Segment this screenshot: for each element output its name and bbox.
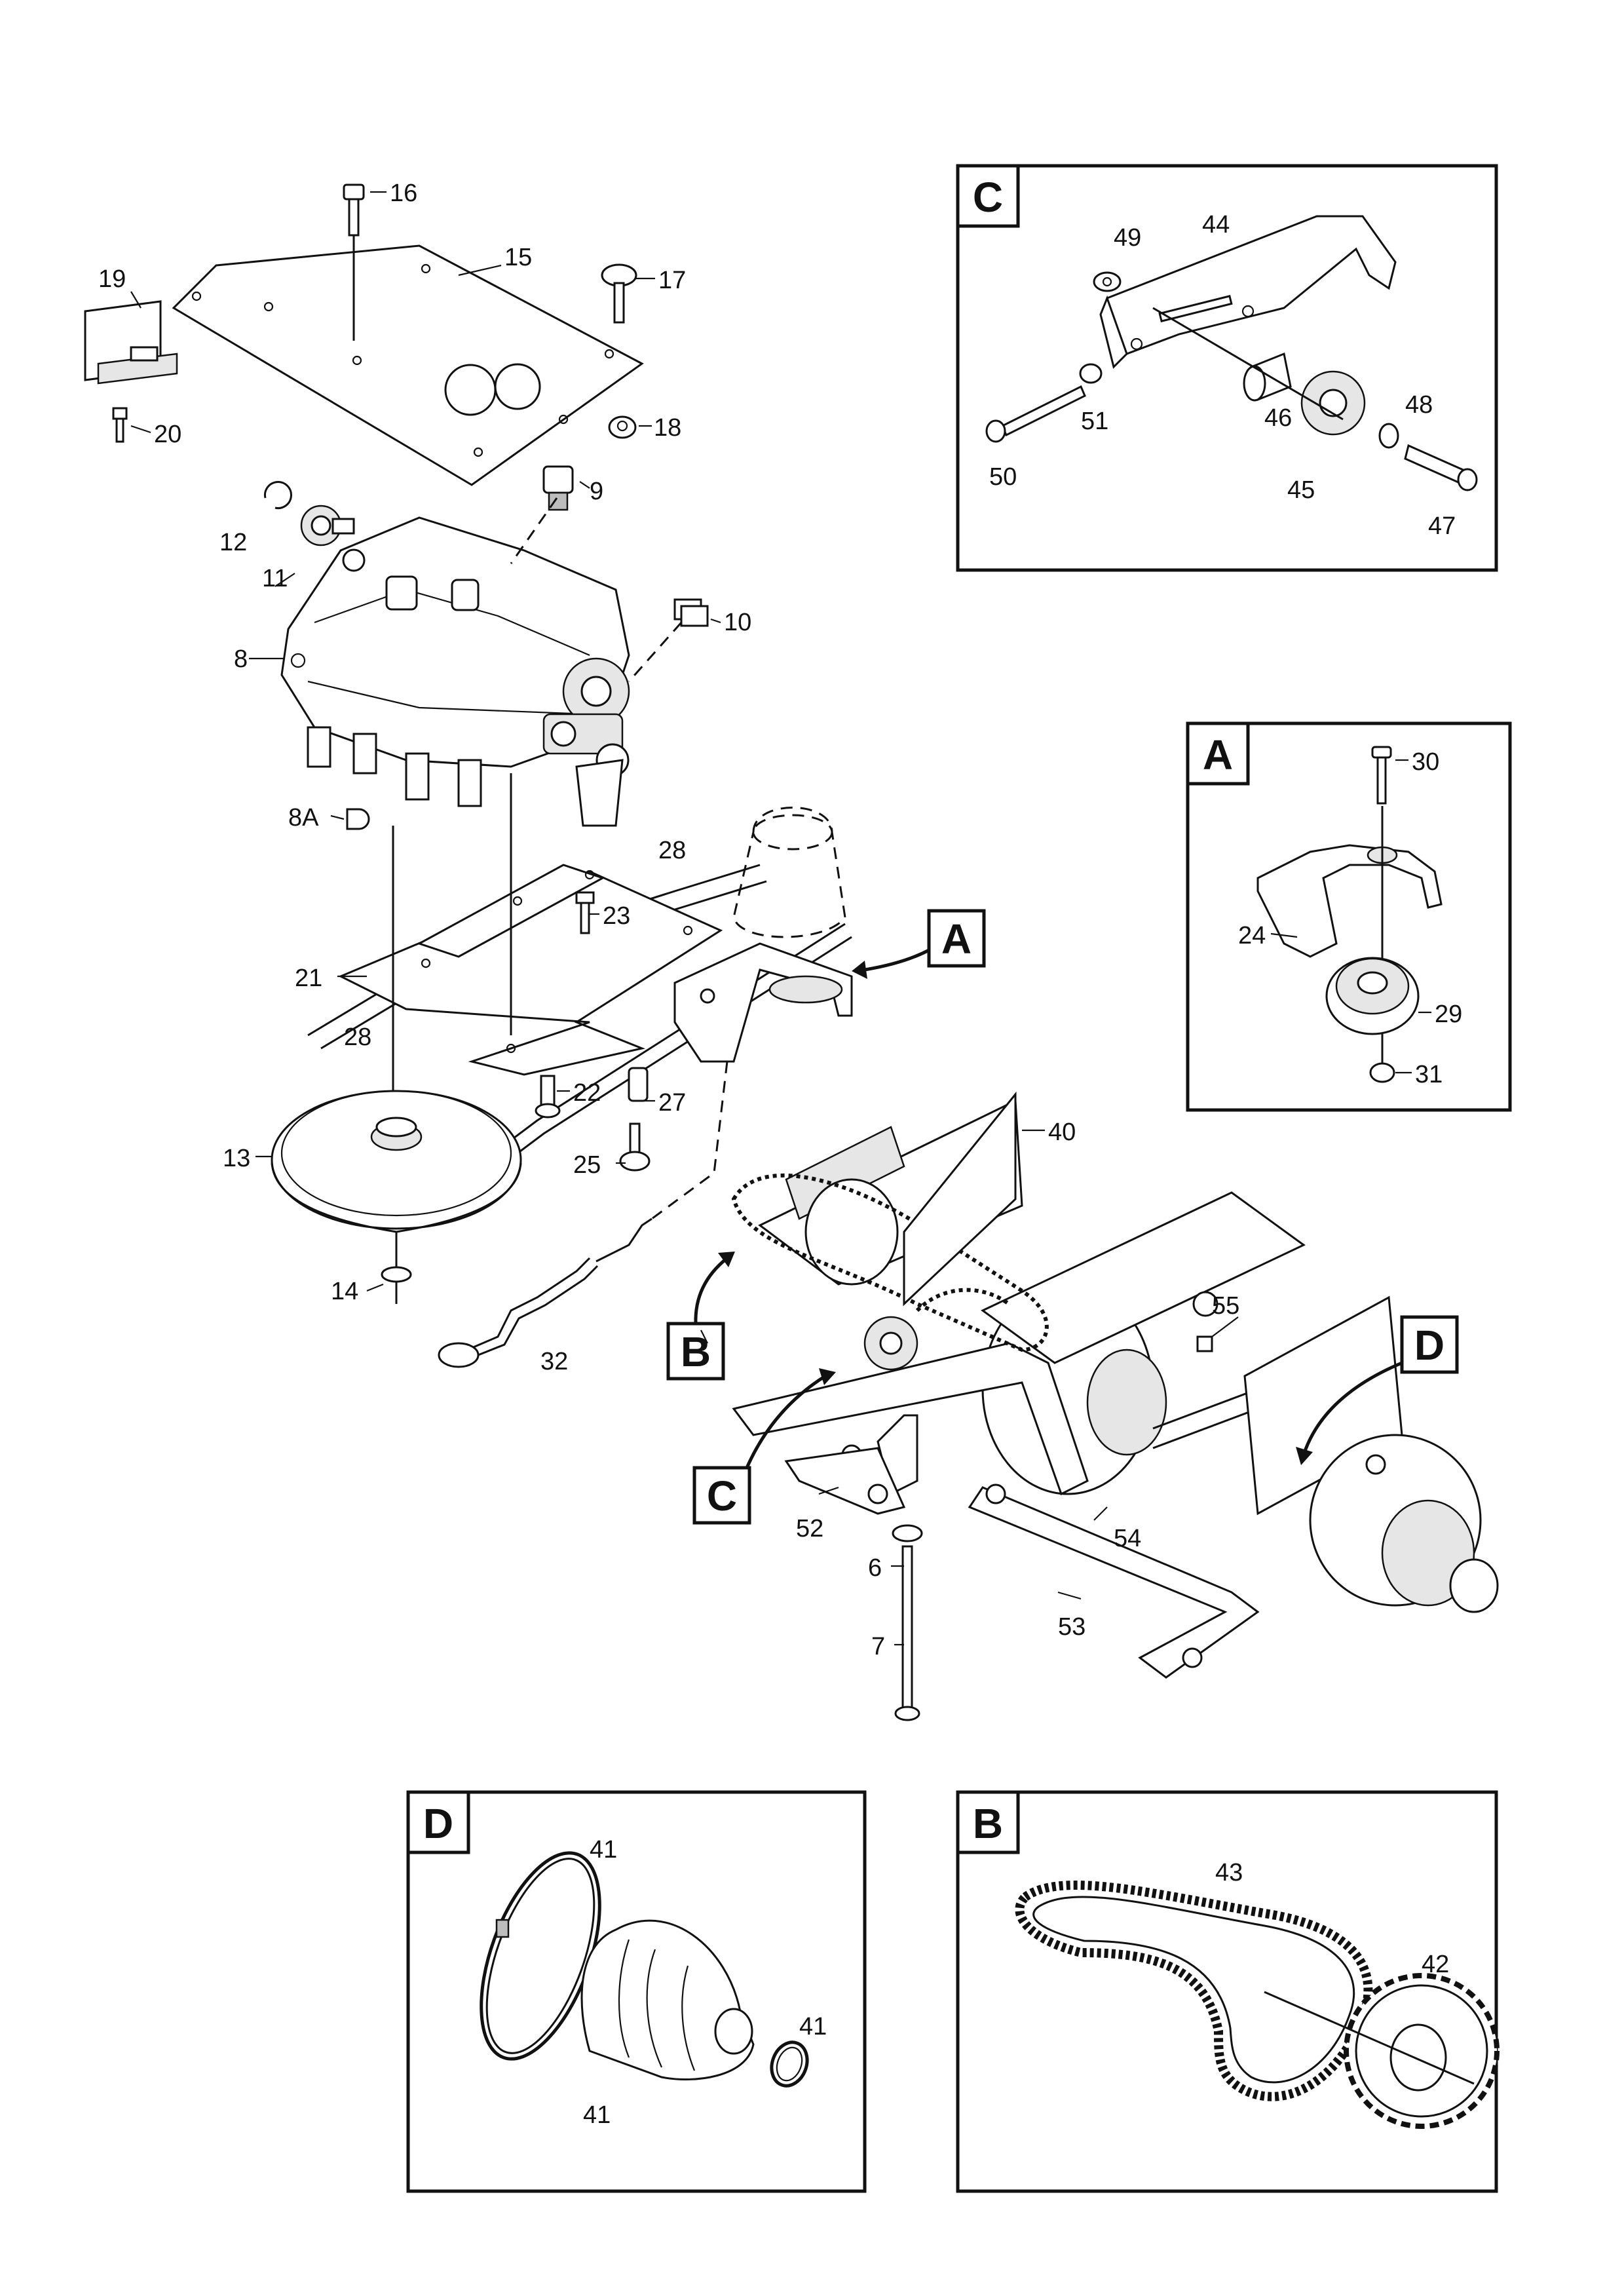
svg-text:B: B xyxy=(973,1800,1003,1847)
callout-52: 52 xyxy=(796,1515,823,1542)
spring-32 xyxy=(438,1217,652,1368)
callout-20: 20 xyxy=(154,421,181,448)
mounting-plate xyxy=(172,244,644,486)
callout-55: 55 xyxy=(1212,1292,1239,1320)
callout-19: 19 xyxy=(98,265,126,293)
gearbox-8 xyxy=(280,516,630,827)
pulley-13 xyxy=(271,1090,522,1233)
washer-6 xyxy=(892,1524,923,1542)
tag-B-main: B xyxy=(666,1252,735,1381)
callout-11: 11 xyxy=(262,565,288,592)
plate-40 xyxy=(903,1091,1017,1307)
callout-27: 27 xyxy=(658,1089,686,1117)
callout-53: 53 xyxy=(1058,1613,1086,1641)
chain-sprocket-assembly xyxy=(731,1173,1049,1371)
callout-17: 17 xyxy=(658,267,686,294)
base-plate-21 xyxy=(338,864,723,1076)
tag-A-main: A xyxy=(852,909,986,979)
callout-8: 8 xyxy=(234,645,248,673)
clip-8A xyxy=(346,808,370,830)
callout-12: 12 xyxy=(219,529,247,556)
svg-text:D: D xyxy=(1414,1322,1445,1369)
callout-42: 42 xyxy=(1422,1951,1449,1978)
bolt-7 xyxy=(894,1545,920,1721)
callout-32: 32 xyxy=(540,1348,568,1375)
bolt-23 xyxy=(575,891,595,934)
callout-28-top: 28 xyxy=(658,837,686,864)
callout-28-bottom: 28 xyxy=(344,1024,371,1051)
callout-50: 50 xyxy=(989,463,1017,491)
callout-9: 9 xyxy=(590,478,603,505)
callout-46: 46 xyxy=(1264,404,1292,432)
callout-43: 43 xyxy=(1215,1859,1243,1886)
callout-10: 10 xyxy=(724,609,751,636)
tag-D-main: D xyxy=(1296,1315,1459,1465)
callout-47: 47 xyxy=(1428,512,1456,540)
svg-text:B: B xyxy=(681,1328,711,1375)
carriage-bolt-17 xyxy=(601,263,637,324)
callout-21: 21 xyxy=(295,965,322,992)
tag-C-main: C xyxy=(692,1368,836,1525)
callout-16: 16 xyxy=(390,180,417,207)
callout-49: 49 xyxy=(1114,224,1141,252)
svg-text:C: C xyxy=(973,174,1003,221)
svg-text:D: D xyxy=(423,1800,453,1847)
callout-8A: 8A xyxy=(288,804,319,832)
sensor-10 xyxy=(673,598,709,627)
callout-40: 40 xyxy=(1048,1119,1076,1146)
callout-14: 14 xyxy=(331,1278,358,1305)
bolt-16 xyxy=(343,183,365,341)
spacer-27 xyxy=(628,1067,649,1102)
callout-24: 24 xyxy=(1238,922,1266,949)
callout-numbers: 6 7 8 8A 9 10 11 12 13 14 15 16 17 18 19… xyxy=(98,180,1462,2129)
callout-7: 7 xyxy=(871,1633,885,1660)
sensor-9 xyxy=(542,465,574,511)
sprocket-42 xyxy=(1344,1973,1500,2129)
pin-55 xyxy=(1196,1335,1213,1352)
callout-6: 6 xyxy=(868,1554,882,1582)
nut-18 xyxy=(608,415,637,439)
callout-41-right: 41 xyxy=(799,2013,827,2040)
svg-text:C: C xyxy=(707,1472,737,1520)
callout-25: 25 xyxy=(573,1151,601,1179)
callout-41-top: 41 xyxy=(590,1836,617,1864)
bolt-25 xyxy=(619,1122,651,1172)
detail-B-panel: B xyxy=(956,1790,1500,2193)
callout-41-bottom: 41 xyxy=(583,2101,611,2129)
callout-30: 30 xyxy=(1412,748,1439,776)
callout-31: 31 xyxy=(1415,1061,1443,1088)
screw-20 xyxy=(112,407,128,443)
callout-22: 22 xyxy=(573,1079,601,1107)
callout-48: 48 xyxy=(1405,391,1433,419)
callout-45: 45 xyxy=(1287,476,1315,504)
transaxle-assembly xyxy=(732,1099,1499,1679)
detail-A-panel: A xyxy=(1186,721,1512,1112)
detail-C-panel: C xyxy=(956,164,1498,572)
detail-D-panel: D xyxy=(406,1790,867,2193)
callout-18: 18 xyxy=(654,414,681,442)
bolt-22 xyxy=(535,1075,561,1119)
bracket-19 xyxy=(84,300,178,385)
svg-text:A: A xyxy=(1203,731,1233,778)
engine-pulley-ghost xyxy=(732,807,846,938)
circlip-12 xyxy=(264,481,292,509)
callout-54: 54 xyxy=(1114,1525,1141,1552)
callout-29: 29 xyxy=(1435,1001,1462,1028)
svg-text:A: A xyxy=(941,915,972,963)
bracket-52 xyxy=(784,1447,906,1515)
circlip-14 xyxy=(381,1266,412,1283)
callout-51: 51 xyxy=(1081,408,1108,435)
callout-13: 13 xyxy=(223,1145,250,1172)
idler-bracket-27 xyxy=(673,942,853,1063)
callout-44: 44 xyxy=(1202,211,1230,239)
sprocket-11 xyxy=(300,505,355,546)
callout-15: 15 xyxy=(504,244,532,271)
leader-lines xyxy=(130,191,1431,1646)
callout-23: 23 xyxy=(603,902,630,930)
